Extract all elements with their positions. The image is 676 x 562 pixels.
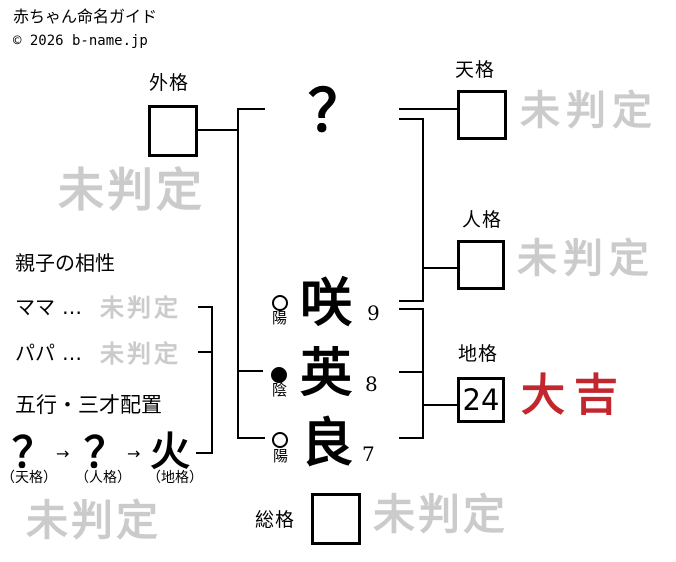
connector-line: [399, 118, 424, 120]
connector-line: [399, 300, 424, 302]
papa-result-watermark: 未判定: [100, 339, 181, 368]
yin-circle-icon: [271, 367, 287, 383]
name-char-2: 英: [300, 343, 353, 404]
connector-line: [399, 108, 457, 110]
soukaku-value-box: [311, 493, 361, 545]
connector-line: [424, 404, 457, 406]
mama-label: ママ: [15, 295, 55, 319]
stroke-count-2: 8: [365, 372, 378, 396]
gogyo-element-chikaku: 火: [150, 428, 190, 475]
tenkaku-label: 天格: [455, 59, 496, 81]
gaikaku-label: 外格: [149, 72, 190, 94]
connector-line: [424, 267, 457, 269]
chikaku-rail-line: [422, 308, 424, 439]
arrow-icon: →: [56, 444, 70, 463]
connector-line: [237, 108, 265, 110]
connector-line: [237, 437, 265, 439]
gogyo-kaku-label-3: （地格）: [147, 470, 203, 486]
polarity-label: 陰: [272, 381, 288, 399]
jinkaku-result-watermark: 未判定: [517, 235, 655, 282]
bracket-line: [196, 452, 211, 454]
surname-placeholder: ？: [308, 77, 367, 145]
connector-line: [399, 308, 424, 310]
mama-result-watermark: 未判定: [100, 293, 181, 322]
chikaku-value: 24: [462, 382, 500, 417]
yang-circle-icon: [272, 295, 288, 311]
polarity-label: 陽: [272, 309, 288, 327]
tenkaku-value-box: [457, 90, 507, 140]
site-title: 赤ちゃん命名ガイド: [13, 7, 158, 26]
bracket-line: [198, 351, 211, 353]
gogyo-element-tenkaku: ？: [12, 428, 55, 477]
name-char-1: 咲: [300, 273, 353, 334]
sansai-result-watermark: 未判定: [26, 496, 162, 545]
soukaku-label: 総格: [255, 509, 296, 531]
ellipsis-separator: …: [62, 341, 82, 365]
gogyo-kaku-label-2: （人格）: [75, 470, 131, 486]
compatibility-heading: 親子の相性: [15, 251, 115, 275]
soukaku-result-watermark: 未判定: [373, 490, 509, 539]
chikaku-result-text: 大吉: [521, 370, 627, 421]
gogyo-kaku-label-1: （天格）: [1, 470, 57, 486]
bracket-line: [198, 306, 211, 308]
chikaku-value-box: 24: [457, 377, 505, 423]
gaikaku-rail-line: [237, 108, 239, 439]
gaikaku-value-box: [148, 105, 198, 157]
yang-circle-icon: [272, 432, 288, 448]
gogyo-heading: 五行・三才配置: [15, 393, 162, 417]
connector-line: [237, 370, 263, 372]
chikaku-label: 地格: [458, 343, 499, 365]
connector-line: [399, 437, 424, 439]
connector-line: [197, 129, 239, 131]
tenkaku-result-watermark: 未判定: [520, 87, 658, 134]
name-char-3: 良: [301, 413, 354, 474]
jinkaku-label: 人格: [462, 209, 503, 231]
gaikaku-result-watermark: 未判定: [58, 163, 205, 217]
stroke-count-3: 7: [362, 442, 375, 466]
papa-label: パパ: [15, 341, 55, 365]
bracket-line: [211, 306, 213, 454]
connector-line: [399, 371, 424, 373]
gogyo-element-jinkaku: ？: [84, 428, 127, 477]
stroke-count-1: 9: [367, 301, 380, 325]
ellipsis-separator: …: [62, 295, 82, 319]
copyright-text: © 2026 b-name.jp: [13, 33, 148, 49]
jinkaku-rail-line: [422, 118, 424, 302]
arrow-icon: →: [127, 444, 141, 463]
jinkaku-value-box: [457, 240, 505, 290]
polarity-label: 陽: [273, 447, 289, 465]
